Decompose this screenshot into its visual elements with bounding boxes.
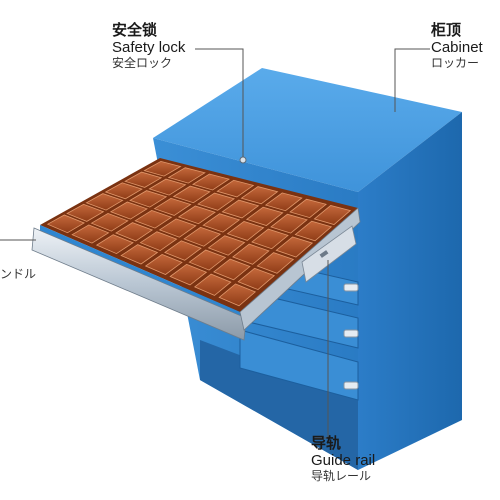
storage-bin [46, 214, 86, 234]
handle-label-ja: ンドル [0, 267, 37, 281]
storage-bin [218, 283, 257, 307]
storage-bin [251, 228, 289, 250]
storage-bin [148, 178, 187, 196]
storage-bin [139, 231, 178, 252]
storage-bin [216, 179, 255, 198]
storage-bin [177, 205, 216, 225]
storage-bin [294, 220, 333, 242]
storage-bin [134, 209, 173, 229]
leader-guide-rail [315, 260, 329, 439]
leader-cabinet-top [394, 48, 430, 112]
drawer-handle[interactable] [343, 329, 359, 338]
storage-bin [256, 252, 295, 274]
guide-rail-label-zh: 导轨 [311, 434, 342, 452]
guide-rail-label-ja: 导轨レール [311, 468, 372, 483]
handle-label: ンドル [0, 267, 37, 282]
storage-bin [172, 185, 211, 204]
safety-lock-label: 安全锁 Safety lock 安全ロック [112, 21, 186, 70]
storage-bin [213, 258, 251, 281]
cabinet-top-label-zh: 柜顶 [431, 21, 462, 39]
guide-rail-label: 导轨 Guide rail 导轨レール [311, 434, 376, 483]
safety-lock-label-en: Safety lock [112, 39, 186, 57]
storage-bin [289, 198, 327, 219]
storage-bin [66, 203, 105, 222]
safety-lock-label-zh: 安全锁 [112, 21, 158, 39]
guide-rail-slide[interactable] [301, 225, 357, 283]
storage-bin [207, 235, 246, 256]
safety-lock-icon[interactable] [239, 156, 247, 164]
drawer-handle[interactable] [343, 283, 359, 292]
guide-rail-bolt [319, 250, 329, 258]
storage-bin [164, 240, 202, 261]
storage-bin [143, 160, 182, 177]
storage-bin [109, 201, 148, 220]
drawer-right-rail [239, 207, 361, 331]
storage-bin [232, 243, 270, 265]
storage-bin [202, 213, 241, 233]
storage-bin [275, 236, 314, 258]
cabinet-top-label: 柜顶 Cabinet ロッカー [431, 21, 483, 70]
storage-bin [158, 218, 197, 238]
storage-bin [120, 244, 159, 265]
guide-rail-label-en: Guide rail [311, 452, 376, 470]
storage-bin [192, 173, 230, 191]
storage-bin [183, 226, 222, 247]
storage-bin [167, 167, 206, 184]
storage-bin [226, 220, 265, 241]
leader-lines [0, 48, 430, 439]
storage-bin [71, 224, 110, 244]
storage-bin [115, 222, 154, 242]
storage-bin [313, 205, 352, 225]
storage-bin [169, 263, 208, 286]
storage-bin [237, 267, 276, 291]
cabinet-side-panel [358, 112, 462, 470]
open-drawer [31, 156, 361, 341]
drawer-handle[interactable] [343, 381, 359, 390]
storage-bin [221, 199, 260, 219]
storage-bin [264, 192, 303, 212]
storage-bin [104, 182, 143, 200]
storage-bin [153, 197, 192, 216]
storage-bin [95, 234, 134, 255]
storage-bin [85, 193, 124, 211]
storage-bin [129, 190, 168, 208]
storage-bin [240, 186, 279, 205]
bin-grid [46, 160, 352, 307]
storage-bin [90, 212, 129, 232]
leader-safety-lock [195, 48, 244, 157]
cabinet-top-label-en: Cabinet [431, 39, 483, 57]
storage-bin [245, 206, 284, 226]
safety-lock-label-ja: 安全ロック [112, 55, 173, 70]
storage-bin [144, 253, 183, 275]
drawer-handle-rail[interactable] [31, 227, 247, 341]
cabinet-top-label-ja: ロッカー [431, 55, 480, 70]
storage-bin [270, 213, 308, 234]
storage-bin [188, 249, 227, 271]
storage-bin [197, 192, 236, 211]
storage-bin [124, 171, 163, 188]
cabinet-top-panel [153, 68, 462, 192]
storage-bin [193, 273, 232, 296]
